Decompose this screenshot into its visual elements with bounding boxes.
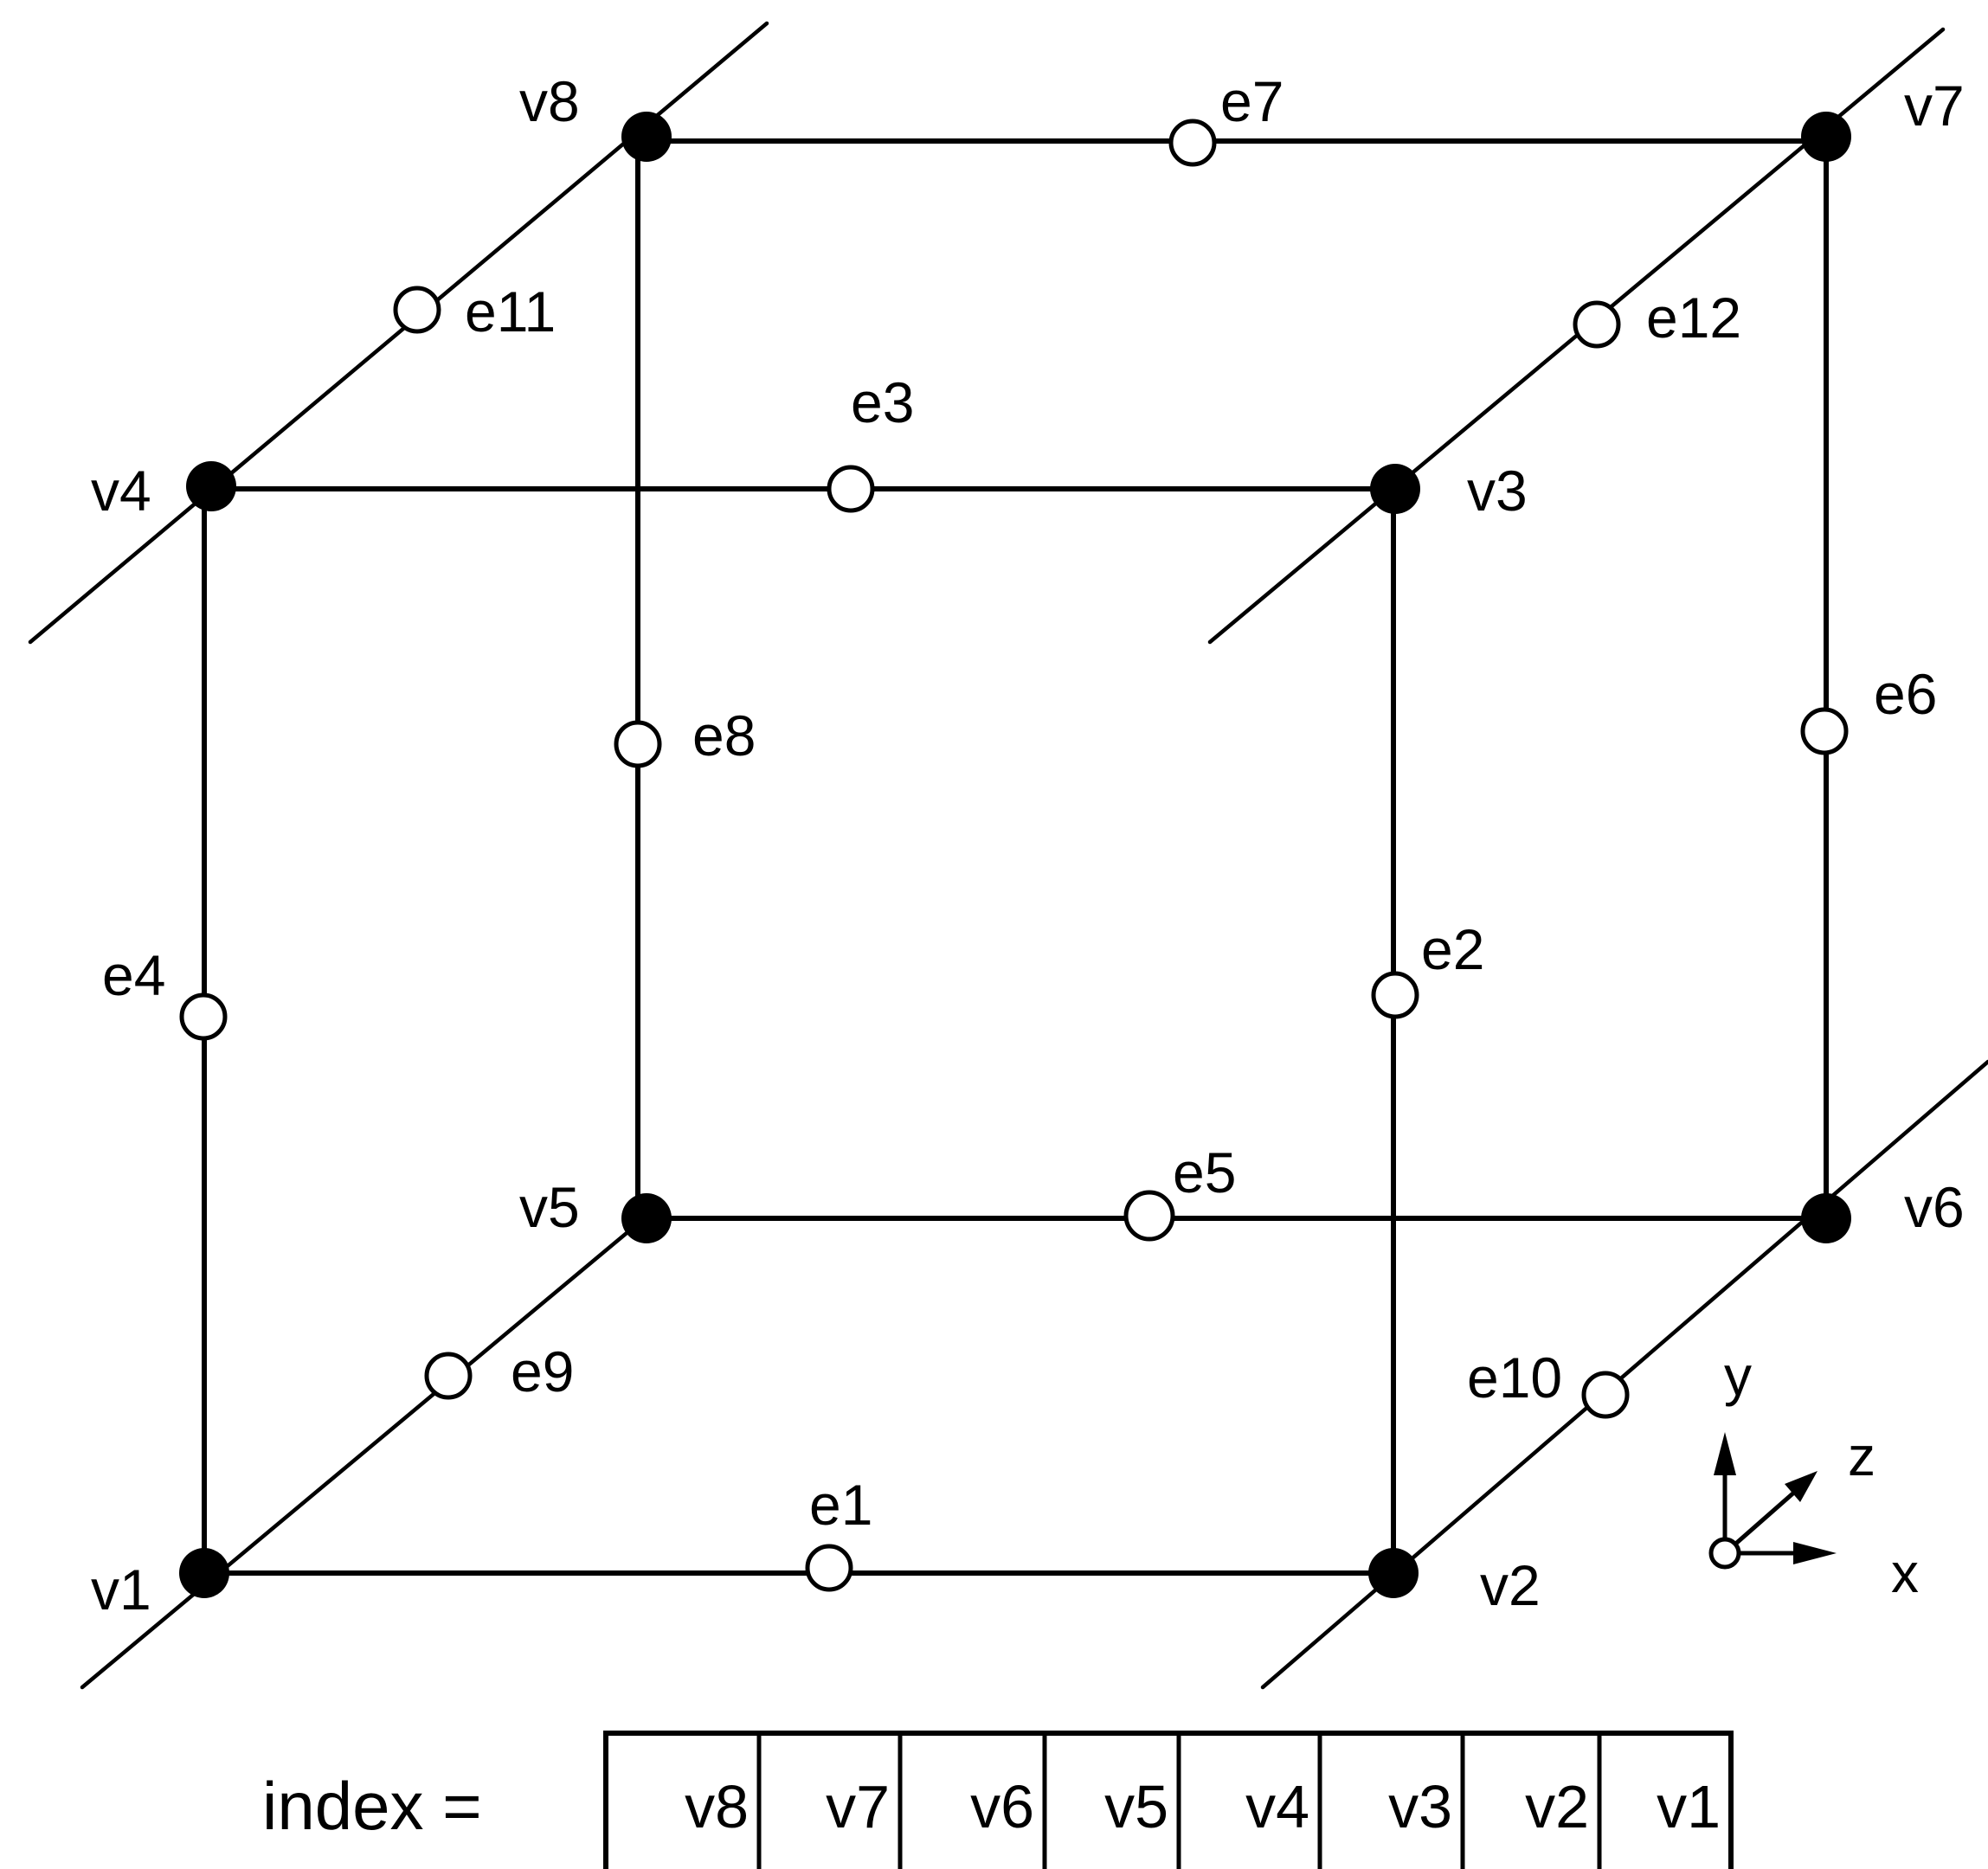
axis-indicator: y z x <box>1708 1345 1919 1604</box>
index-cell-v5: v5 <box>1104 1773 1168 1840</box>
edge-midpoint-e9 <box>424 1352 473 1400</box>
vertex-label-v1: v1 <box>91 1558 151 1622</box>
index-table-frame <box>603 1731 1734 1869</box>
axis-label-z: z <box>1848 1425 1875 1487</box>
index-cell-v3: v3 <box>1388 1773 1452 1840</box>
vertex-v8 <box>621 112 672 162</box>
index-cell-v1: v1 <box>1657 1773 1721 1840</box>
index-cell-v2: v2 <box>1525 1773 1589 1840</box>
y-axis-arrowhead <box>1714 1432 1736 1475</box>
edge-label-e5: e5 <box>1173 1140 1236 1204</box>
vertex-label-v3: v3 <box>1467 459 1528 523</box>
vertex-v2 <box>1368 1548 1419 1598</box>
edge-midpoint-e4 <box>179 992 228 1041</box>
vertex-label-v2: v2 <box>1480 1553 1541 1617</box>
edge-label-e6: e6 <box>1874 662 1937 726</box>
edge-midpoint-e2 <box>1371 971 1419 1019</box>
index-cell-v8: v8 <box>685 1773 749 1840</box>
vertex-v4 <box>186 461 236 511</box>
edge-label-e10: e10 <box>1467 1346 1562 1410</box>
edge-label-e2: e2 <box>1421 917 1484 981</box>
edge-label-e11: e11 <box>465 279 556 344</box>
diag-line-v2-v6 <box>1260 1059 1988 1690</box>
index-cell-v4: v4 <box>1245 1773 1309 1840</box>
vertex-v7 <box>1801 112 1851 162</box>
edge-midpoints <box>179 119 1849 1592</box>
edge-midpoint-e8 <box>614 720 662 768</box>
vertex-v3 <box>1370 464 1420 514</box>
z-direction-lines <box>28 21 1988 1690</box>
vertex-labels: v1 v2 v3 v4 v5 v6 v7 v8 <box>91 69 1965 1622</box>
edge-midpoint-e12 <box>1573 300 1621 349</box>
diag-line-v1-v5 <box>80 1213 650 1690</box>
edge-midpoint-e1 <box>805 1544 853 1592</box>
vertex-label-v4: v4 <box>91 459 151 523</box>
vertex-label-v7: v7 <box>1904 74 1965 138</box>
axis-origin-marker <box>1708 1537 1741 1570</box>
axis-label-x: x <box>1891 1542 1919 1604</box>
vertex-v6 <box>1801 1193 1851 1243</box>
z-axis-arrowhead <box>1785 1471 1818 1502</box>
index-cell-v6: v6 <box>970 1773 1034 1840</box>
edge-midpoint-e11 <box>393 286 441 334</box>
edge-label-e8: e8 <box>692 703 756 768</box>
edge-label-e3: e3 <box>851 370 914 434</box>
x-axis-arrowhead <box>1793 1542 1837 1564</box>
edge-midpoint-e6 <box>1800 707 1849 755</box>
index-row: index = v8 v7 v6 v5 v4 v3 v2 v1 <box>262 1731 1734 1869</box>
edge-labels: e1 e2 e3 e4 e5 e6 e7 e8 e9 e10 e11 e12 <box>102 69 1937 1537</box>
index-cell-v7: v7 <box>826 1773 890 1840</box>
edge-label-e7: e7 <box>1220 69 1284 133</box>
cube-vertices <box>179 112 1851 1598</box>
edge-label-e1: e1 <box>809 1473 872 1537</box>
index-cells: v8 v7 v6 v5 v4 v3 v2 v1 <box>603 1731 1734 1869</box>
edge-midpoint-e7 <box>1168 119 1217 167</box>
edge-label-e9: e9 <box>511 1339 574 1403</box>
edge-label-e12: e12 <box>1646 286 1741 350</box>
vertex-v5 <box>621 1193 672 1243</box>
vertex-label-v6: v6 <box>1904 1175 1965 1239</box>
index-label: index = <box>262 1768 482 1844</box>
vertex-label-v5: v5 <box>519 1175 580 1239</box>
vertex-v1 <box>179 1548 229 1598</box>
edge-midpoint-e10 <box>1581 1371 1630 1419</box>
axis-label-y: y <box>1724 1345 1752 1407</box>
edge-label-e4: e4 <box>102 943 165 1007</box>
vertex-label-v8: v8 <box>519 69 580 133</box>
edge-midpoint-e3 <box>827 465 875 513</box>
edge-midpoint-e5 <box>1123 1190 1175 1242</box>
